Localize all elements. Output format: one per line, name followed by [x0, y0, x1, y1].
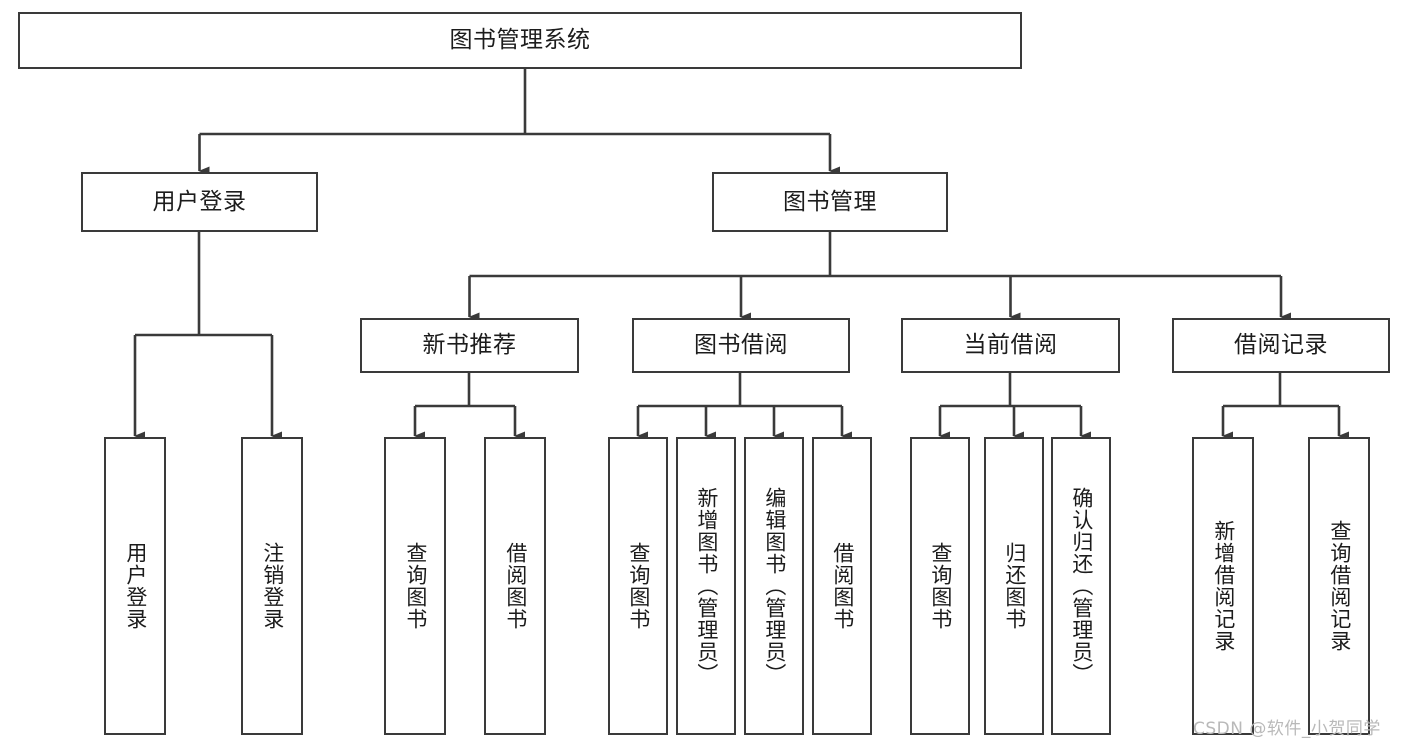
node-label: 图书管理 [783, 188, 877, 215]
node-label: 当前借阅 [963, 332, 1058, 359]
node-l-bb-edit[interactable]: 编辑图书（管理员） [744, 437, 804, 735]
node-label: 用户登录 [152, 188, 247, 215]
node-label: 新增借阅记录 [1211, 520, 1236, 652]
node-l-bb-query[interactable]: 查询图书 [608, 437, 668, 735]
node-l-bb-borrow[interactable]: 借阅图书 [812, 437, 872, 735]
node-label: 新书推荐 [422, 332, 517, 359]
node-l-user-login[interactable]: 用户登录 [104, 437, 166, 735]
node-label: 查询借阅记录 [1327, 520, 1352, 652]
node-label: 确认归还（管理员） [1069, 487, 1094, 685]
node-label: 借阅记录 [1234, 332, 1328, 359]
node-label: 借阅图书 [830, 542, 855, 630]
node-n-current-borrow[interactable]: 当前借阅 [901, 318, 1120, 373]
node-label: 借阅图书 [503, 542, 528, 630]
node-n-borrow-record[interactable]: 借阅记录 [1172, 318, 1390, 373]
node-l-rec-borrow[interactable]: 借阅图书 [484, 437, 546, 735]
node-l-cb-query[interactable]: 查询图书 [910, 437, 970, 735]
node-n-user-login[interactable]: 用户登录 [81, 172, 318, 232]
node-label: 编辑图书（管理员） [762, 487, 787, 685]
node-l-br-add[interactable]: 新增借阅记录 [1192, 437, 1254, 735]
node-n-new-book-rec[interactable]: 新书推荐 [360, 318, 579, 373]
node-label: 归还图书 [1002, 542, 1027, 630]
node-l-cb-confirm[interactable]: 确认归还（管理员） [1051, 437, 1111, 735]
node-n-book-manage[interactable]: 图书管理 [712, 172, 948, 232]
node-l-br-query[interactable]: 查询借阅记录 [1308, 437, 1370, 735]
node-label: 查询图书 [626, 542, 651, 630]
node-n-book-borrow[interactable]: 图书借阅 [632, 318, 850, 373]
node-root[interactable]: 图书管理系统 [18, 12, 1022, 69]
csdn-watermark: CSDN @软件_小贺同学 [1193, 719, 1381, 739]
node-l-bb-add[interactable]: 新增图书（管理员） [676, 437, 736, 735]
node-label: 图书借阅 [694, 332, 788, 359]
node-label: 查询图书 [403, 542, 428, 630]
node-label: 查询图书 [928, 542, 953, 630]
node-l-cb-return[interactable]: 归还图书 [984, 437, 1044, 735]
node-label: 注销登录 [260, 542, 285, 630]
node-l-user-logout[interactable]: 注销登录 [241, 437, 303, 735]
node-l-rec-query[interactable]: 查询图书 [384, 437, 446, 735]
node-label: 图书管理系统 [449, 27, 591, 54]
node-label: 用户登录 [123, 542, 148, 630]
node-label: 新增图书（管理员） [694, 487, 719, 685]
